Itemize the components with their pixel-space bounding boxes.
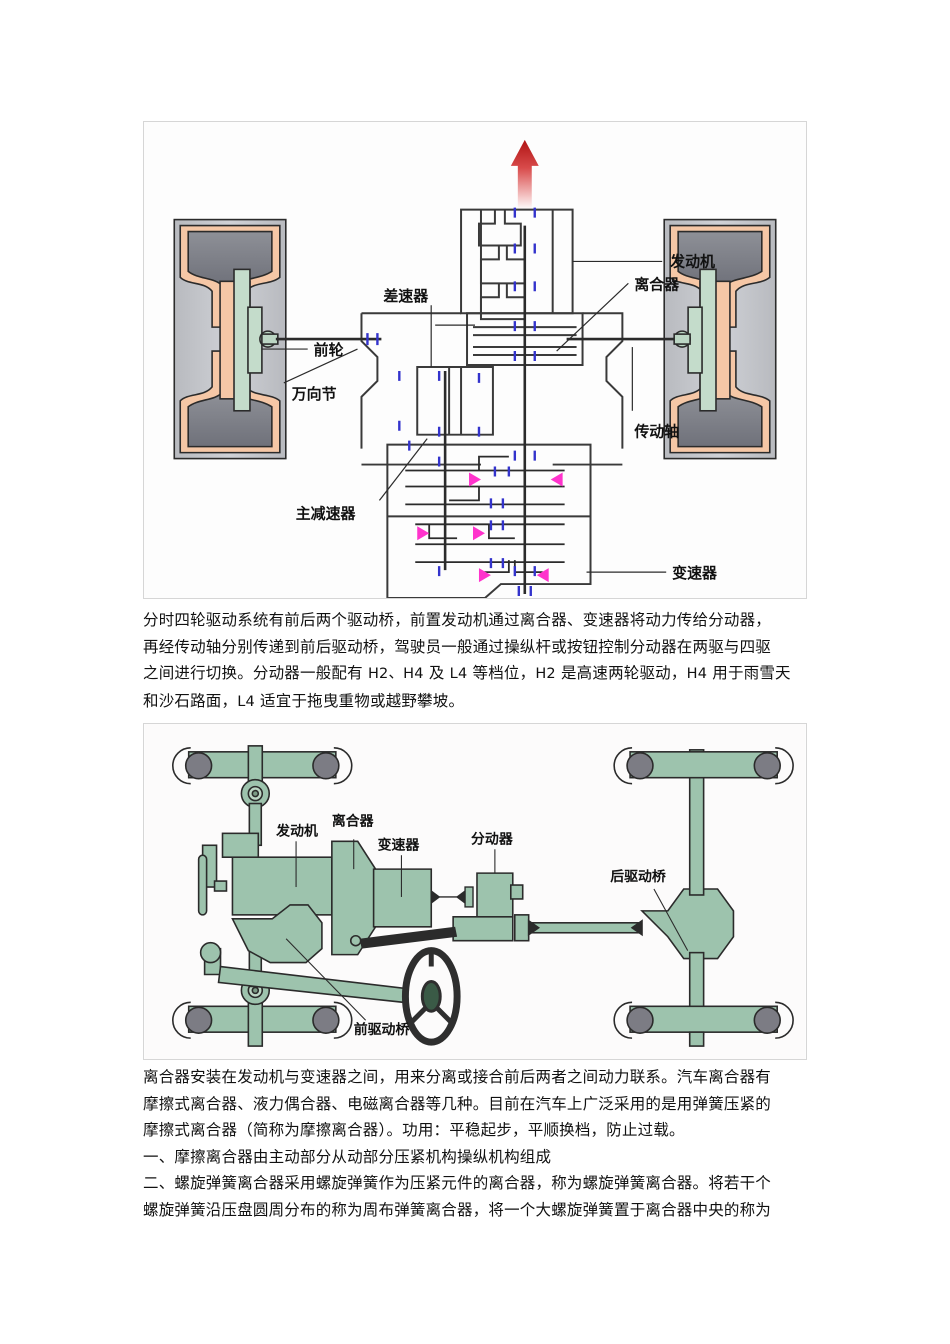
rear-propeller-shaft — [527, 919, 643, 937]
transmission-box — [372, 868, 433, 928]
para2-line5: 二、螺旋弹簧离合器采用螺旋弹簧作为压紧元件的离合器，称为螺旋弹簧离合器。将若干个 — [143, 1174, 772, 1193]
para1-line3-e: 等档位， — [467, 664, 536, 683]
label-clutch: 离合器 — [332, 812, 375, 829]
gear-l4-2: L4 — [237, 693, 255, 710]
tire-rear-left-bottom — [613, 1001, 654, 1039]
front-drive-axle-housing — [199, 904, 323, 976]
figure-powertrain-layout: 发动机 离合器 差速器 前轮 万向节 主减速器 传动轴 变速器 — [143, 121, 807, 599]
label-final-drive: 主减速器 — [296, 504, 357, 522]
para2-line4: 一、摩擦离合器由主动部分从动部分压紧机构操纵机构组成 — [143, 1147, 552, 1166]
gear-h2-2: H2 — [535, 666, 556, 683]
tire-front-left-top — [172, 747, 213, 785]
label-transmission: 变速器 — [672, 564, 718, 582]
label-universal-joint: 万向节 — [291, 385, 337, 403]
label-front-wheel: 前轮 — [314, 341, 344, 359]
para1-line3-c: 及 — [423, 664, 450, 683]
paragraph-part-time-4wd: 分时四轮驱动系统有前后两个驱动桥，前置发动机通过离合器、变速器将动力传给分动器，… — [143, 607, 808, 715]
figure-chassis-layout: 发动机 离合器 变速器 分动器 后驱动桥 前驱动桥 — [143, 723, 807, 1060]
engine-block — [197, 832, 333, 916]
label-differential: 差速器 — [383, 287, 429, 305]
para1-line3: 之间进行切换。分动器一般配有 H2、H4 及 L4 等档位，H2 是高速两轮驱动… — [143, 660, 808, 688]
para1-line3-i: 用于雨雪天 — [707, 664, 791, 683]
label-clutch: 离合器 — [634, 275, 680, 293]
label-transfer-case: 分动器 — [471, 830, 514, 847]
label-engine: 发动机 — [275, 822, 318, 839]
para1-line1: 分时四轮驱动系统有前后两个驱动桥，前置发动机通过离合器、变速器将动力传给分动器， — [143, 611, 772, 629]
front-propeller-shaft — [349, 926, 458, 949]
paragraph-clutch-description: 离合器安装在发动机与变速器之间，用来分离或接合前后两者之间动力联系。汽车离合器有… — [143, 1064, 808, 1224]
front-wheel-left-cutaway — [173, 218, 287, 460]
label-rear-drive-axle: 后驱动桥 — [610, 868, 666, 885]
label-transmission: 变速器 — [378, 836, 421, 853]
label-leader-lines — [285, 839, 689, 1021]
para2-line1: 离合器安装在发动机与变速器之间，用来分离或接合前后两者之间动力联系。汽车离合器有 — [143, 1068, 772, 1086]
para1-line4-a: 和沙石路面， — [143, 691, 238, 710]
transfer-case — [452, 872, 530, 942]
label-leader-lines — [261, 260, 667, 573]
label-engine: 发动机 — [669, 252, 715, 270]
front-axle-assembly — [172, 745, 353, 1047]
front-wheel-right-cutaway — [663, 218, 777, 460]
para1-line4: 和沙石路面，L4 适宜于拖曳重物或越野攀坡。 — [143, 688, 808, 716]
gear-h4-2: H4 — [686, 666, 708, 683]
para2-line6: 螺旋弹簧沿压盘圆周分布的称为周布弹簧离合器，将一个大螺旋弹簧置于离合器中央的称为 — [143, 1200, 772, 1219]
tire-front-left-bottom — [172, 1001, 213, 1039]
rear-axle-assembly — [613, 747, 794, 1047]
gear-l4: L4 — [449, 666, 468, 683]
shaft-transmission-to-transfer — [430, 886, 474, 908]
para2-line3: 摩擦式离合器（简称为摩擦离合器）。功用：平稳起步，平顺换档，防止过载。 — [143, 1121, 685, 1140]
power-flow-arrows — [417, 472, 563, 583]
tire-front-right-bottom — [312, 1001, 353, 1039]
label-drive-shaft: 传动轴 — [633, 423, 679, 441]
tire-rear-right-bottom — [753, 1001, 794, 1039]
tire-rear-right-top — [753, 747, 794, 785]
para1-line2: 再经传动轴分别传递到前后驱动桥，驾驶员一般通过操纵杆或按钮控制分动器在两驱与四驱 — [143, 637, 772, 656]
tire-rear-left-top — [613, 747, 654, 785]
bearing-markers — [366, 207, 536, 597]
gear-h2-h4: H2、H4 — [367, 666, 424, 683]
powertrain-housing-outline — [360, 208, 624, 598]
label-front-drive-axle: 前驱动桥 — [354, 1021, 410, 1038]
steering-wheel-icon — [401, 947, 461, 1046]
direction-arrow-icon — [510, 139, 539, 210]
para1-line3-g: 是高速两轮驱动， — [555, 664, 687, 683]
para1-line4-c: 适宜于拖曳重物或越野攀坡。 — [254, 691, 465, 710]
para2-line2: 摩擦式离合器、液力偶合器、电磁离合器等几种。目前在汽车上广泛采用的是用弹簧压紧的 — [143, 1094, 772, 1113]
para1-line3-a: 之间进行切换。分动器一般配有 — [143, 664, 368, 683]
tire-front-right-top — [312, 747, 353, 785]
